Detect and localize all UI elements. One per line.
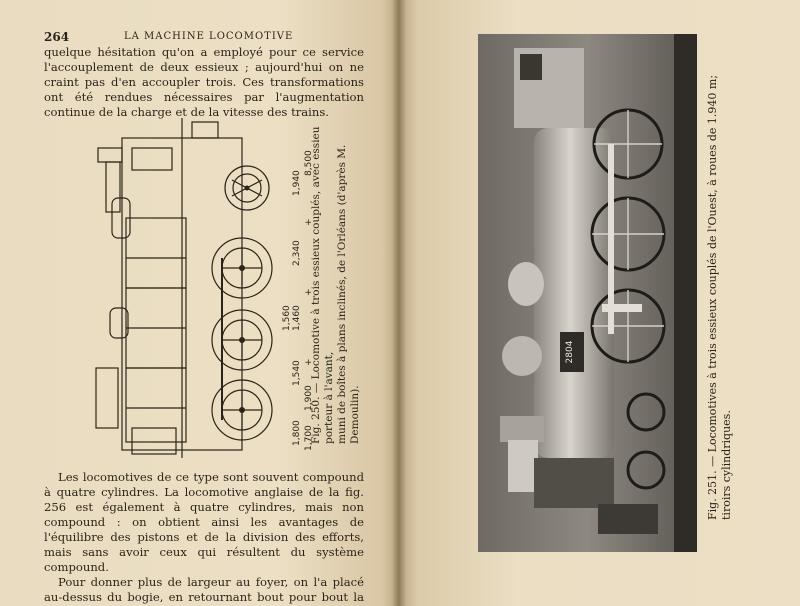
bottom-text: Les locomotives de ce type sont souvent … (44, 470, 364, 606)
left-page: 264 LA MACHINE LOCOMOTIVE quelque hésita… (0, 0, 398, 606)
locomotive-technical-drawing (95, 118, 273, 458)
caption-line-2: muni de boîtes à plans inclinés, de l'Or… (336, 144, 361, 444)
dim-label: 2,340 (292, 240, 302, 266)
dim-label: 1,560 (282, 305, 292, 331)
dim-label: 1,800 (292, 420, 302, 446)
caption-text: Fig. 250. — Locomotive à trois essieux c… (310, 124, 362, 444)
book-gutter (392, 0, 406, 606)
figure-251-caption: Fig. 251. — Locomotives à trois essieux … (706, 70, 738, 520)
dim-label: 1,940 (292, 170, 302, 196)
dim-label: 1,460 (292, 305, 302, 331)
plate-number: 2804 (565, 340, 575, 363)
dim-label: 1,540 (292, 360, 302, 386)
paragraph: Pour donner plus de largeur au foyer, on… (44, 575, 364, 606)
caption-text: Fig. 251. — Locomotives à trois essieux … (706, 74, 733, 520)
paragraph: Les locomotives de ce type sont souvent … (44, 470, 364, 574)
caption-line-1: Fig. 250. — Locomotive à trois essieux c… (310, 126, 335, 444)
locomotive-photograph: 2804 (478, 34, 697, 552)
figure-250-caption: Fig. 250. — Locomotive à trois essieux c… (310, 124, 362, 444)
locomotive-photo-art: 2804 (478, 34, 697, 552)
running-head: LA MACHINE LOCOMOTIVE (124, 31, 294, 42)
top-paragraph: quelque hésitation qu'on a employé pour … (44, 45, 364, 119)
page-number: 264 (44, 30, 70, 44)
